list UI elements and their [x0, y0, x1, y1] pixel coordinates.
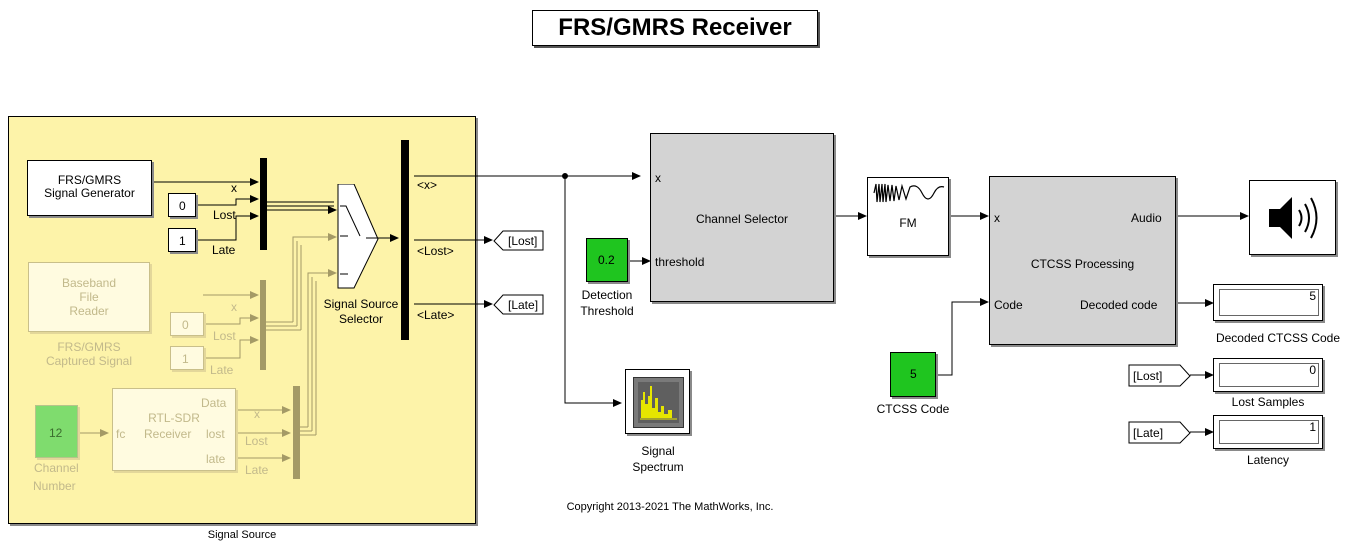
bus3-late-label: Late	[245, 463, 269, 477]
ctcss-audio-port: Audio	[1131, 211, 1162, 225]
channel-label-2: Number	[33, 479, 76, 493]
bus1-x-label: x	[231, 181, 237, 195]
decoded-code-label: Decoded CTCSS Code	[1215, 331, 1341, 345]
rtl-fc-port: fc	[116, 427, 126, 441]
selector-label-1: Signal Source	[323, 297, 399, 311]
ctcss-x-port: x	[994, 211, 1000, 225]
bus-out-lost-label: <Lost>	[417, 244, 454, 258]
detection-label-2: Threshold	[580, 304, 634, 318]
generator-late-value: 1	[179, 234, 186, 248]
generator-lost-value: 0	[179, 199, 186, 213]
captured-lost-constant[interactable]: 0	[170, 312, 204, 336]
rtl-label-2: Receiver	[144, 427, 192, 441]
bus3-x-label: x	[254, 407, 260, 421]
ctcss-code-value: 5	[910, 367, 917, 381]
bus-creator-rtl[interactable]	[293, 386, 300, 479]
selector-label-2: Selector	[338, 312, 384, 326]
latency-value: 1	[1219, 420, 1319, 444]
goto-late-text: [Late]	[508, 298, 539, 312]
latency-display[interactable]: 1	[1213, 415, 1323, 449]
fm-waveform-icon	[873, 183, 945, 203]
bus2-x-label: x	[231, 300, 237, 314]
detection-label-1: Detection	[581, 288, 633, 302]
baseband-label-3: Reader	[69, 304, 109, 318]
from-late-tag[interactable]	[1128, 421, 1192, 445]
lost-samples-display[interactable]: 0	[1213, 358, 1323, 392]
ctcss-decoded-port: Decoded code	[1080, 298, 1158, 312]
bus-creator-captured[interactable]	[260, 280, 266, 370]
channel-selector-block[interactable]: x Channel Selector threshold	[650, 133, 834, 302]
bus-out-late-label: <Late>	[417, 308, 455, 322]
baseband-label-1: Baseband	[61, 276, 117, 290]
channel-number-constant[interactable]: 12	[35, 405, 78, 458]
from-lost-text: [Lost]	[1133, 369, 1163, 383]
rtl-sdr-receiver-block[interactable]: Data RTL-SDR fc Receiver lost late	[112, 388, 236, 471]
generator-lost-constant[interactable]: 0	[168, 193, 196, 217]
signal-spectrum-block[interactable]	[625, 369, 690, 434]
captured-label-1: FRS/GMRS	[57, 340, 121, 354]
decoded-code-display[interactable]: 5	[1213, 284, 1323, 321]
signal-generator-block[interactable]: FRS/GMRS Signal Generator	[27, 160, 152, 216]
bus2-late-label: Late	[210, 363, 234, 377]
fm-demod-block[interactable]: FM	[867, 177, 949, 256]
baseband-file-reader-block[interactable]: Baseband File Reader	[28, 262, 150, 332]
captured-lost-value: 0	[182, 318, 189, 332]
ctcss-code-label: CTCSS Code	[876, 402, 950, 416]
rtl-lost-port: lost	[206, 427, 225, 441]
spectrum-label-2: Spectrum	[632, 460, 684, 474]
captured-label-2: Captured Signal	[45, 354, 133, 368]
lost-samples-value: 0	[1219, 363, 1319, 387]
from-lost-tag[interactable]	[1128, 364, 1192, 388]
captured-late-constant[interactable]: 1	[170, 346, 204, 370]
signal-source-label: Signal Source	[207, 529, 277, 541]
ctcss-code-constant[interactable]: 5	[890, 352, 936, 397]
rtl-late-port: late	[206, 452, 226, 466]
ctcss-label: CTCSS Processing	[1030, 257, 1135, 271]
channel-selector-x-port: x	[655, 171, 661, 185]
from-late-text: [Late]	[1133, 426, 1164, 440]
spectrum-label-1: Signal	[641, 444, 675, 458]
channel-selector-label: Channel Selector	[695, 212, 789, 226]
goto-lost-text: [Lost]	[508, 234, 538, 248]
audio-speaker-block[interactable]	[1249, 180, 1336, 255]
copyright-text: Copyright 2013-2021 The MathWorks, Inc.	[566, 501, 774, 513]
detection-threshold-constant[interactable]: 0.2	[586, 238, 628, 282]
generator-late-constant[interactable]: 1	[168, 228, 196, 252]
spectrum-screen-icon	[633, 377, 684, 428]
baseband-label-2: File	[79, 290, 99, 304]
bus-creator-generator[interactable]	[260, 158, 267, 250]
title-text: FRS/GMRS Receiver	[558, 14, 792, 41]
model-title: FRS/GMRS Receiver	[532, 10, 818, 46]
selector-switch-icon[interactable]	[336, 184, 382, 290]
detection-threshold-value: 0.2	[598, 253, 615, 267]
decoded-code-value: 5	[1219, 289, 1319, 316]
bus1-late-label: Late	[212, 243, 236, 257]
channel-number-value: 12	[49, 426, 63, 440]
lost-samples-label: Lost Samples	[1231, 395, 1305, 409]
bus3-lost-label: Lost	[245, 434, 268, 448]
latency-label: Latency	[1246, 453, 1290, 467]
bus1-lost-label: Lost	[213, 208, 236, 222]
speaker-icon	[1269, 197, 1318, 239]
spectrum-bars-icon	[638, 382, 679, 423]
bus-selector[interactable]	[401, 140, 409, 340]
fm-label: FM	[899, 216, 917, 230]
rtl-data-port: Data	[201, 396, 227, 410]
bus2-lost-label: Lost	[213, 329, 236, 343]
goto-lost-tag[interactable]	[493, 230, 545, 252]
rtl-label-1: RTL-SDR	[148, 411, 200, 425]
generator-label-1: FRS/GMRS	[57, 173, 122, 187]
ctcss-processing-block[interactable]: x Audio CTCSS Processing Code Decoded co…	[989, 176, 1176, 345]
channel-label-1: Channel	[34, 461, 79, 475]
channel-selector-threshold-port: threshold	[655, 255, 705, 269]
goto-late-tag[interactable]	[493, 294, 545, 316]
bus-out-x-label: <x>	[417, 178, 438, 192]
ctcss-code-port: Code	[994, 298, 1023, 312]
captured-late-value: 1	[182, 352, 189, 366]
generator-label-2: Signal Generator	[44, 186, 135, 200]
